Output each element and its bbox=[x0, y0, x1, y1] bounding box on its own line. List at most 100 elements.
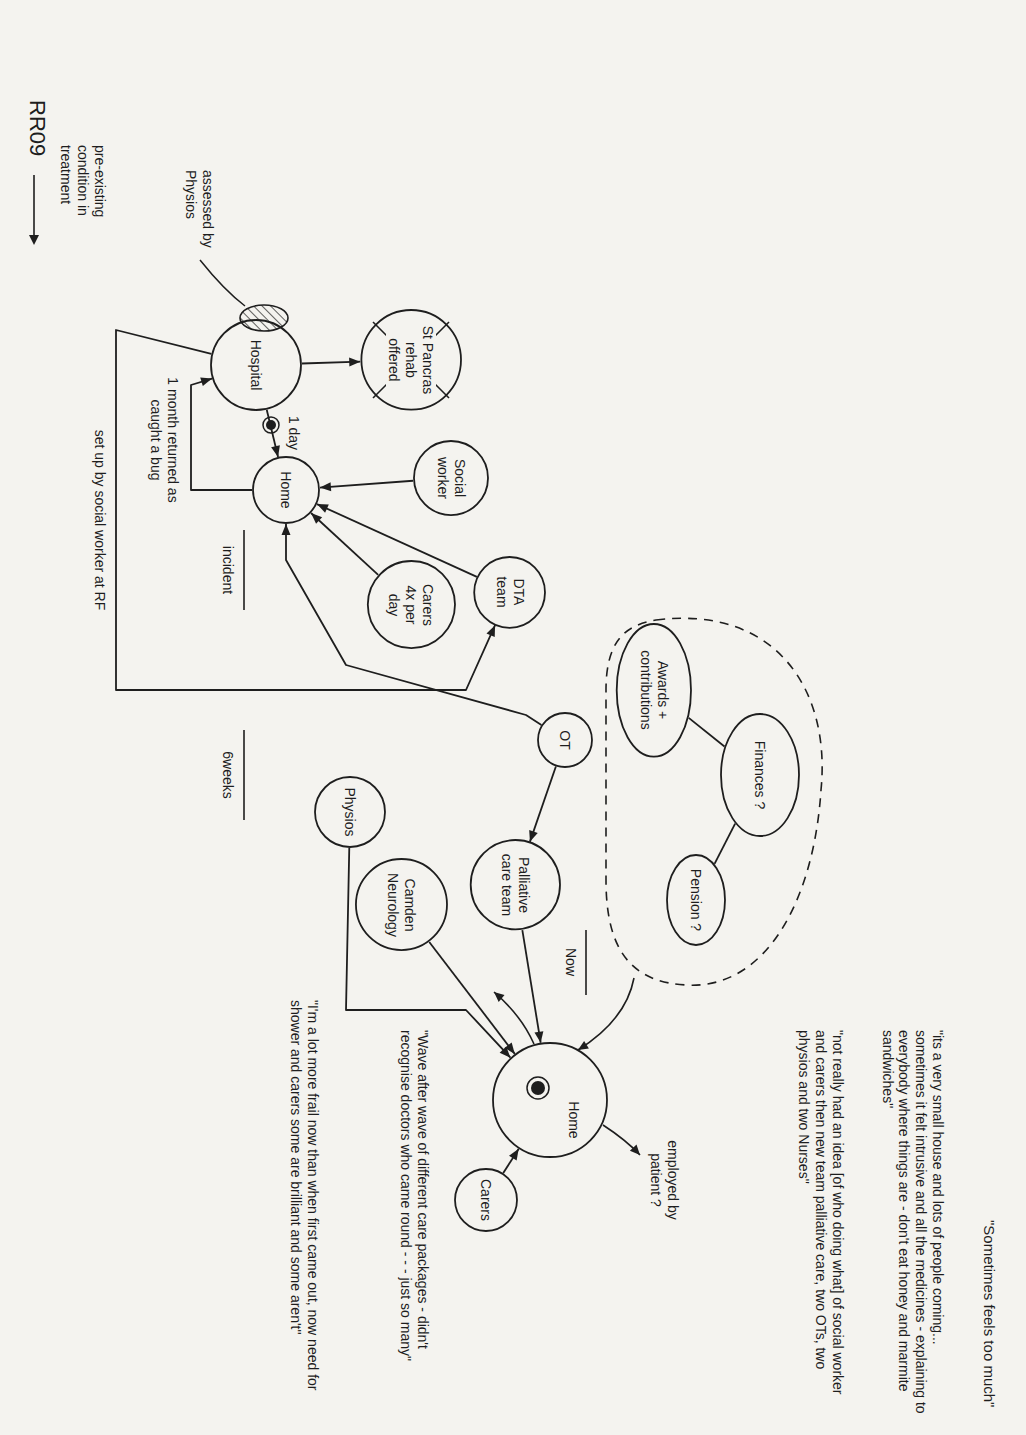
circle-node: Pension ? bbox=[666, 854, 726, 946]
node-ellipse bbox=[414, 441, 488, 515]
node-ellipse bbox=[253, 457, 319, 523]
connector-line bbox=[429, 942, 515, 1054]
connector-line bbox=[522, 930, 540, 1043]
circle-node: Home bbox=[252, 456, 320, 524]
note-label: "Wave after wave of different care packa… bbox=[397, 1030, 431, 1410]
node-label: Carers 4x per day bbox=[386, 577, 436, 633]
note-block: "not really had an idea [of who doing wh… bbox=[796, 1030, 846, 1415]
node-ellipse bbox=[617, 624, 691, 757]
node-ellipse bbox=[493, 1043, 607, 1157]
group-arrow bbox=[578, 978, 634, 1050]
arrow-head bbox=[529, 830, 538, 842]
node-text-block: Palliative care team bbox=[498, 850, 532, 920]
edge-label: set up by social worker at RF bbox=[91, 430, 108, 611]
arrow-head bbox=[29, 235, 39, 245]
connector-line bbox=[286, 524, 541, 725]
node-outline bbox=[492, 1042, 608, 1158]
node-label: Carers bbox=[478, 1179, 495, 1221]
connector bbox=[116, 330, 495, 690]
node-ellipse bbox=[315, 777, 385, 847]
connector-line bbox=[530, 766, 556, 841]
node-text-block: Social worker bbox=[434, 452, 468, 504]
node-text-block: Home bbox=[566, 1095, 583, 1145]
node-label: Palliative care team bbox=[498, 850, 532, 920]
node-ellipse bbox=[367, 561, 454, 648]
node-label: Home bbox=[566, 1101, 583, 1138]
edge-label-block: 1 day bbox=[285, 411, 302, 455]
note-label: "its a very small house and lots of peop… bbox=[879, 1030, 946, 1415]
circle-node: DTA team bbox=[474, 556, 547, 629]
connector bbox=[429, 942, 515, 1054]
node-label: Hospital bbox=[248, 340, 265, 391]
circle-node: Social worker bbox=[413, 440, 489, 516]
arrow-head bbox=[311, 513, 322, 524]
connector-line bbox=[503, 1149, 518, 1173]
node-label: Social worker bbox=[434, 452, 468, 504]
circle-node: Finances ? bbox=[720, 713, 800, 837]
node-label: Home bbox=[278, 471, 295, 508]
connector bbox=[522, 930, 543, 1043]
connector bbox=[302, 357, 360, 366]
arrow-head bbox=[505, 1042, 515, 1053]
note-block: "its a very small house and lots of peop… bbox=[879, 1030, 946, 1415]
leader-arrow bbox=[603, 1125, 640, 1155]
note-label: RR09 bbox=[24, 100, 50, 156]
dashed-group-outline bbox=[606, 618, 822, 985]
connector-line bbox=[346, 848, 510, 1058]
arrow-head bbox=[200, 377, 212, 386]
node-label: Finances ? bbox=[752, 741, 769, 809]
patient-dot-ring bbox=[527, 1077, 549, 1099]
connector bbox=[689, 718, 725, 747]
connector-line bbox=[116, 330, 495, 690]
note-label: "not really had an idea [of who doing wh… bbox=[796, 1030, 846, 1415]
note-block: 6weeks bbox=[219, 740, 236, 810]
connector bbox=[346, 848, 510, 1058]
edge-label: 1 day bbox=[285, 416, 302, 450]
note-block: Now bbox=[562, 942, 579, 982]
connector bbox=[282, 524, 542, 725]
node-text-block: St Pancras rehab offered bbox=[386, 324, 436, 396]
circle-node: OT bbox=[537, 712, 593, 768]
circle-node: Hospital bbox=[210, 319, 302, 411]
edge-label-block: set up by social worker at RF bbox=[91, 400, 108, 640]
node-label: DTA team bbox=[493, 568, 527, 616]
note-block: pre-existing condition in treatment bbox=[58, 145, 108, 265]
timeline-arrow bbox=[33, 175, 35, 238]
node-label: Awards + contributions bbox=[637, 640, 671, 740]
connector bbox=[267, 410, 280, 457]
arrow-head bbox=[282, 524, 291, 535]
node-text-block: Home bbox=[278, 465, 295, 515]
circle-node: Carers 4x per day bbox=[366, 560, 455, 649]
arrow-head bbox=[349, 357, 360, 366]
arrow-head bbox=[271, 445, 280, 457]
circle-node: Palliative care team bbox=[469, 839, 560, 930]
node-ellipse bbox=[355, 859, 446, 950]
connector bbox=[715, 824, 736, 864]
note-block: employed by patient ? bbox=[647, 1130, 681, 1230]
connector-line bbox=[320, 481, 413, 488]
circle-node: Home bbox=[492, 1042, 608, 1158]
loose-arrow bbox=[494, 992, 534, 1044]
arrow-head bbox=[578, 1041, 589, 1050]
arrow-head bbox=[486, 625, 495, 637]
circle-node: St Pancras rehab offered bbox=[360, 309, 462, 411]
connector-line bbox=[715, 824, 736, 864]
note-label: assessed by Physios bbox=[182, 170, 216, 258]
patient-dot bbox=[531, 1081, 545, 1095]
node-text-block: Hospital bbox=[248, 330, 265, 400]
circle-node: Carers bbox=[454, 1168, 518, 1232]
node-ellipse bbox=[211, 320, 301, 410]
cross-out bbox=[373, 322, 449, 398]
connector bbox=[311, 513, 378, 575]
connector-line bbox=[689, 718, 725, 747]
node-text-block: Carers bbox=[478, 1175, 495, 1225]
note-block: assessed by Physios bbox=[182, 170, 216, 258]
node-ellipse bbox=[470, 840, 559, 929]
node-ellipse bbox=[455, 1169, 517, 1231]
connector-line bbox=[311, 513, 378, 575]
node-ellipse bbox=[667, 855, 725, 945]
circle-node: Physios bbox=[314, 776, 386, 848]
node-label: St Pancras rehab offered bbox=[386, 324, 436, 396]
